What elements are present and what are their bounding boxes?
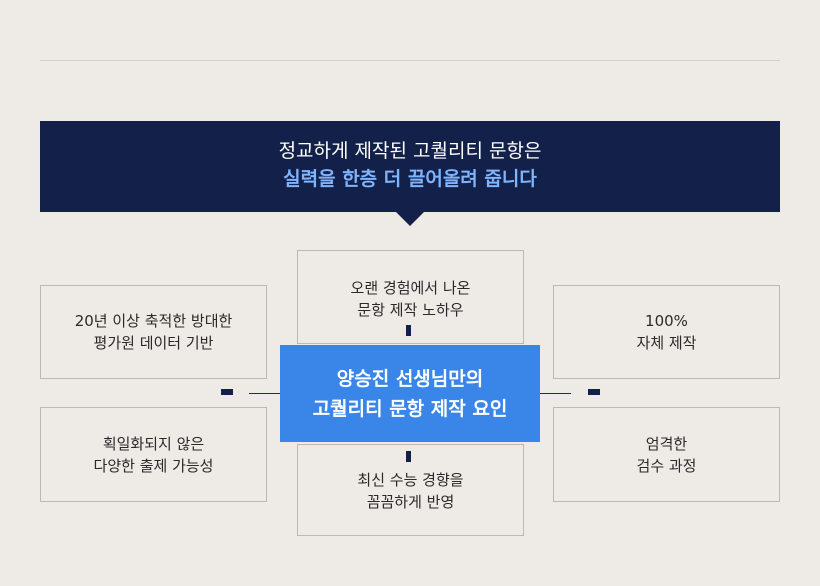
factor-review: 엄격한 검수 과정 (553, 407, 780, 502)
factor-self-made: 100% 자체 제작 (553, 285, 780, 379)
connector-left (249, 393, 280, 394)
top-divider (40, 60, 780, 61)
connector-mark-left (221, 389, 233, 395)
factor-latest-trends-line-1: 최신 수능 경향을 (357, 471, 464, 489)
banner-line-1: 정교하게 제작된 고퀄리티 문항은 (278, 140, 542, 162)
center-title-box: 양승진 선생님만의 고퀄리티 문항 제작 요인 (280, 345, 540, 442)
connector-right (540, 393, 571, 394)
connector-mark-right (588, 389, 600, 395)
factor-review-line-1: 엄격한 (645, 434, 688, 453)
factor-review-line-2: 검수 과정 (636, 456, 697, 475)
factor-latest-trends: 최신 수능 경향을 꼼꼼하게 반영 (297, 444, 524, 536)
factor-diverse: 획일화되지 않은 다양한 출제 가능성 (40, 407, 267, 502)
factor-know-how-line-2: 문항 제작 노하우 (357, 301, 464, 319)
factor-know-how: 오랜 경험에서 나온 문항 제작 노하우 (297, 250, 524, 344)
factor-self-made-line-1: 100% (645, 312, 688, 330)
center-title-line-2: 고퀄리티 문항 제작 요인 (312, 397, 508, 420)
factor-self-made-line-2: 자체 제작 (636, 334, 697, 352)
connector-mark-top (406, 325, 411, 336)
headline-banner: 정교하게 제작된 고퀄리티 문항은 실력을 한층 더 끌어올려 줍니다 (40, 121, 780, 212)
factor-data-based: 20년 이상 축적한 방대한 평가원 데이터 기반 (40, 285, 267, 379)
factor-data-based-line-2: 평가원 데이터 기반 (93, 334, 214, 352)
center-title-line-1: 양승진 선생님만의 (336, 367, 484, 390)
banner-pointer (396, 212, 424, 226)
factor-data-based-line-1: 20년 이상 축적한 방대한 (74, 312, 233, 330)
factor-diverse-line-1: 획일화되지 않은 (102, 434, 205, 453)
factor-know-how-line-1: 오랜 경험에서 나온 (350, 279, 471, 297)
connector-mark-bottom (406, 451, 411, 462)
factor-diverse-line-2: 다양한 출제 가능성 (93, 456, 214, 475)
banner-line-2: 실력을 한층 더 끌어올려 줍니다 (283, 168, 537, 190)
factor-latest-trends-line-2: 꼼꼼하게 반영 (366, 493, 455, 511)
